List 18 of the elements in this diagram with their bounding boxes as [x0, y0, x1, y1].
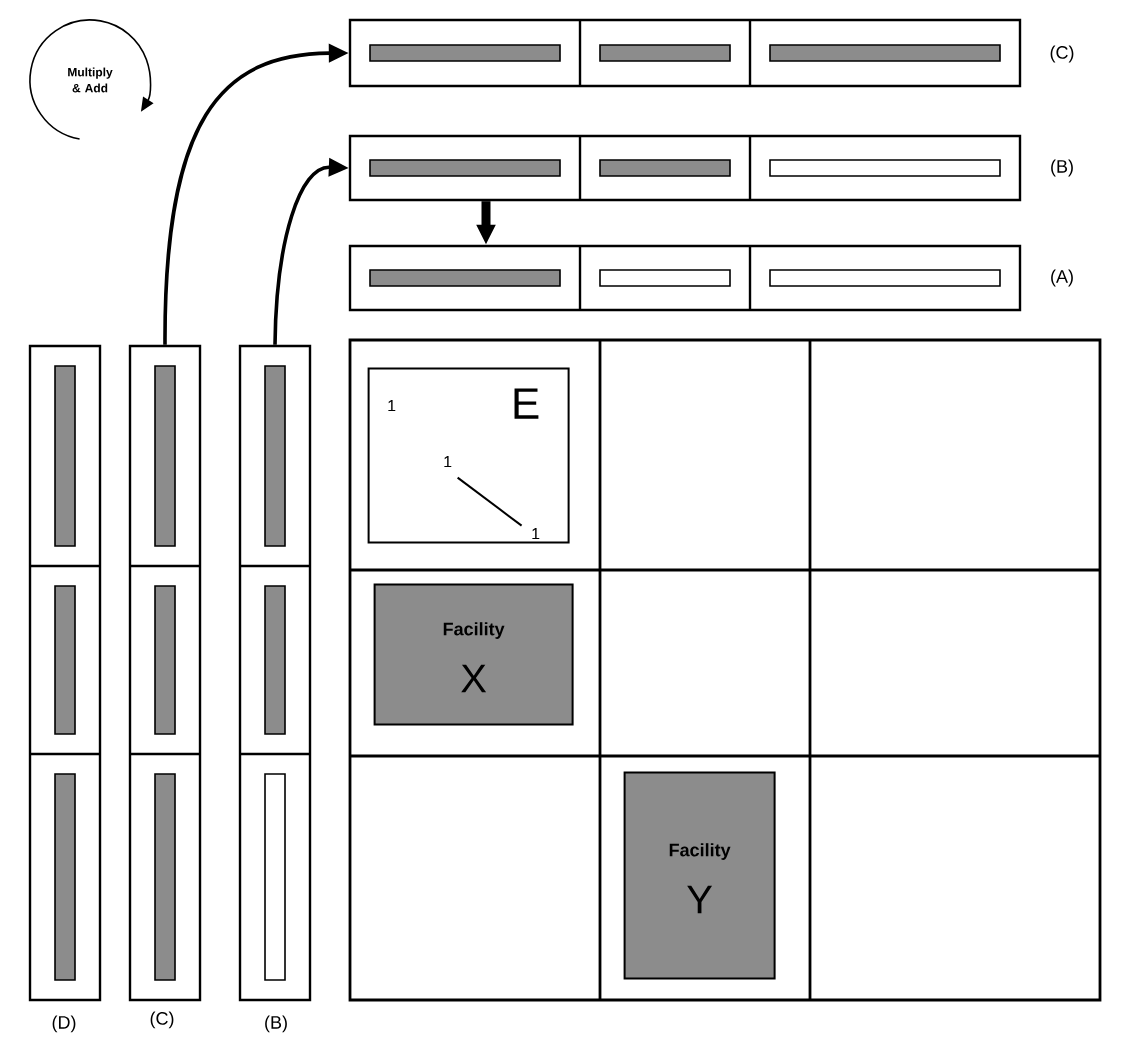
- data-strip: [238, 344, 312, 1002]
- strip-label: (B): [1051, 159, 1073, 177]
- matrix-grid: [348, 338, 1102, 1002]
- strip-label: (D): [52, 1015, 76, 1033]
- strip-label: (B): [265, 1015, 287, 1033]
- strip-label: (C): [1050, 45, 1074, 63]
- data-strip: [28, 344, 102, 1002]
- data-strip: [128, 344, 202, 1002]
- matrix-entry: 1: [388, 400, 396, 412]
- strip-label: (A): [1051, 269, 1073, 287]
- strip-label: (C): [150, 1011, 174, 1029]
- data-strip: [348, 244, 1022, 312]
- matrix-entry: 1: [444, 456, 452, 468]
- data-strip: [348, 134, 1022, 202]
- matrix-entry: 1: [532, 528, 540, 540]
- data-strip: [348, 18, 1022, 88]
- facility-box: Facility X: [373, 583, 574, 726]
- facility-box: Facility Y: [623, 771, 776, 980]
